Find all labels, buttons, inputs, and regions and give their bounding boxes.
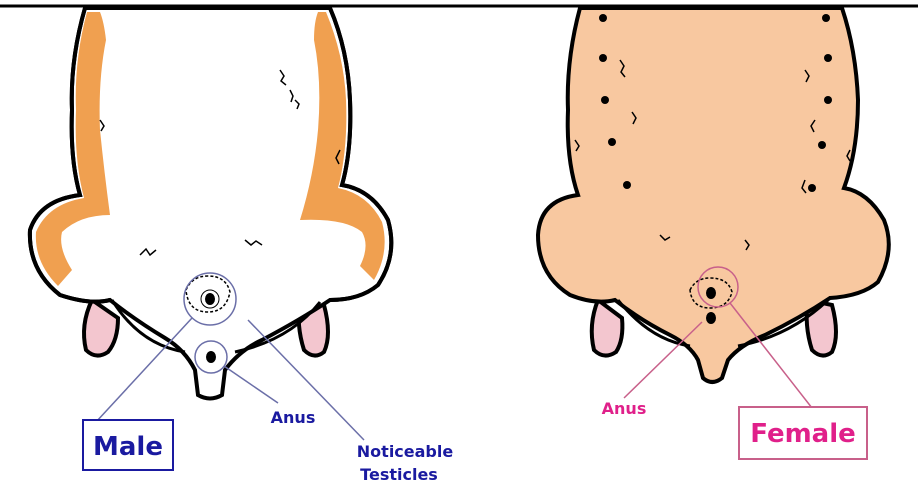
male-testicles-label-line1: Noticeable — [357, 442, 454, 461]
male-anus-opening — [206, 351, 216, 363]
female-hamster-illustration — [538, 8, 889, 408]
male-testicles-label-line2: Testicles — [360, 465, 438, 484]
female-anus-opening — [706, 312, 716, 324]
male-title: Male — [93, 432, 163, 462]
male-genital-opening — [205, 293, 215, 305]
female-genital-opening — [706, 287, 716, 299]
male-anus-pointer-line — [224, 366, 278, 403]
male-anus-label: Anus — [271, 408, 316, 427]
female-anus-label: Anus — [602, 399, 647, 418]
female-left-foot — [592, 300, 623, 356]
female-title: Female — [750, 419, 856, 449]
male-left-foot — [84, 300, 118, 356]
male-hamster-illustration — [30, 8, 391, 440]
